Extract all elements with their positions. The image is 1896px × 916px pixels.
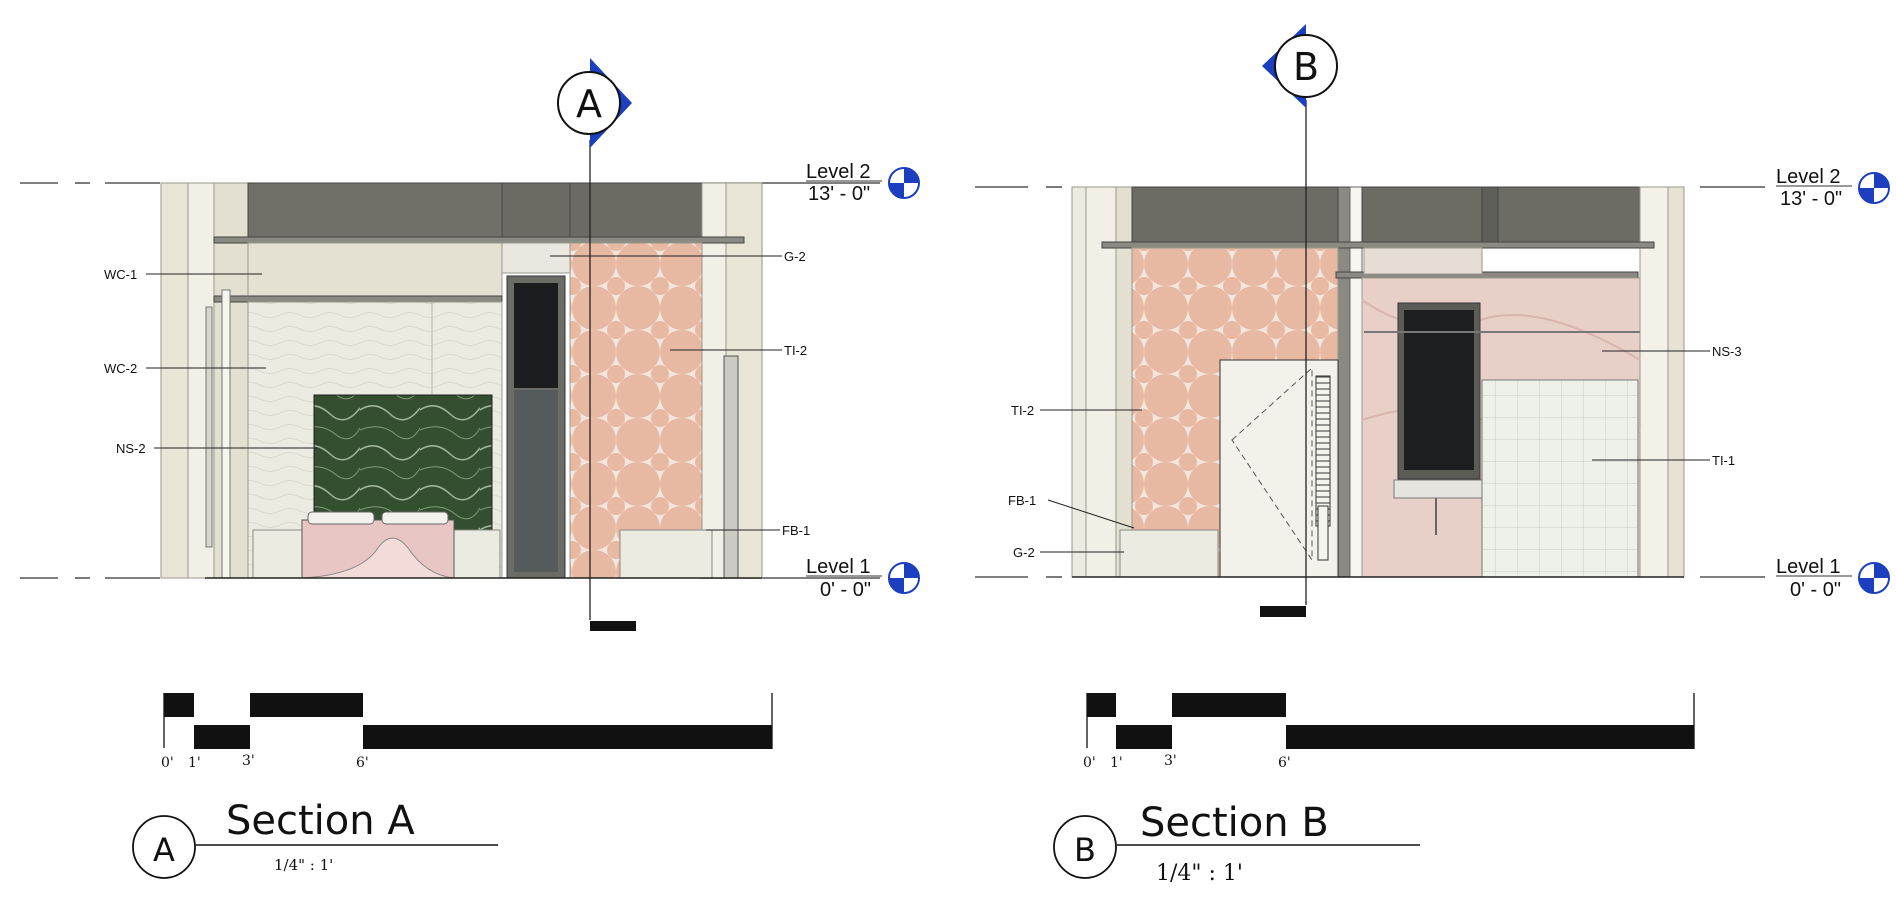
callout-g-2: G-2 — [784, 249, 806, 264]
section-a-scale-tick-0: 0' — [161, 755, 174, 771]
section-a-level-heads — [806, 167, 920, 594]
callout-ti-2: TI-2 — [1011, 403, 1034, 418]
section-b-scale-tick-1: 1' — [1110, 755, 1123, 771]
section-a-elevation — [160, 182, 763, 579]
section-a-level-1-elevation: 0' - 0" — [820, 579, 871, 601]
section-b-scale-tick-0: 0' — [1083, 755, 1096, 771]
section-a-graphic-scale — [163, 693, 773, 749]
section-a-scale-text: 1/4" : 1' — [274, 856, 333, 874]
section-a-scale-tick-3: 3' — [242, 753, 255, 769]
section-b-title-letter: B — [1074, 831, 1096, 869]
section-b-elevation — [1071, 186, 1685, 578]
callout-fb-1: FB-1 — [782, 523, 810, 538]
section-a-scale-tick-6: 6' — [356, 755, 369, 771]
callout-ti-1: TI-1 — [1712, 453, 1735, 468]
section-b-level-lines — [975, 186, 1765, 578]
level-2-datum-icon — [1858, 172, 1890, 204]
section-b-title: Section B — [1140, 800, 1329, 846]
section-b-title-bubble — [1053, 815, 1420, 879]
section-a-level-1-name: Level 1 — [806, 556, 871, 578]
callout-ns-2: NS-2 — [116, 441, 146, 456]
level-2-datum-icon — [888, 167, 920, 199]
section-b: B Level 2 13' - 0" Level 1 0' - 0" — [975, 24, 1890, 886]
section-a-title-bubble — [132, 815, 498, 879]
section-a-level-2-elevation: 13' - 0" — [808, 183, 870, 205]
callout-ns-3: NS-3 — [1712, 344, 1742, 359]
section-a: A Level 2 13' - 0" Level 1 0' - 0" — [20, 58, 920, 879]
section-b-level-1-elevation: 0' - 0" — [1790, 579, 1841, 601]
callout-g-2: G-2 — [1013, 545, 1035, 560]
section-b-level-1-name: Level 1 — [1776, 556, 1841, 578]
section-b-scale-text: 1/4" : 1' — [1156, 861, 1243, 886]
section-b-graphic-scale — [1086, 693, 1695, 749]
section-a-leaders — [146, 255, 782, 531]
callout-ti-2: TI-2 — [784, 343, 807, 358]
section-b-level-2-elevation: 13' - 0" — [1780, 188, 1842, 210]
section-a-marker-letter: A — [576, 82, 602, 126]
callout-wc-2: WC-2 — [104, 361, 137, 376]
callout-fb-1: FB-1 — [1008, 493, 1036, 508]
section-a-scale-tick-1: 1' — [188, 755, 201, 771]
section-b-scale-tick-3: 3' — [1164, 753, 1177, 769]
section-a-cut-marker — [557, 58, 636, 631]
section-a-title-letter: A — [153, 831, 175, 869]
section-b-level-heads — [1776, 172, 1890, 594]
section-b-scale-tick-6: 6' — [1278, 755, 1291, 771]
level-1-datum-icon — [888, 562, 920, 594]
callout-wc-1: WC-1 — [104, 267, 137, 282]
section-a-title: Section A — [226, 798, 415, 844]
section-b-marker-letter: B — [1293, 45, 1319, 89]
section-b-cut-marker — [1260, 24, 1338, 617]
section-b-level-2-name: Level 2 — [1776, 166, 1841, 188]
level-1-datum-icon — [1858, 562, 1890, 594]
section-b-leaders — [1040, 350, 1710, 553]
section-a-level-2-name: Level 2 — [806, 161, 871, 183]
